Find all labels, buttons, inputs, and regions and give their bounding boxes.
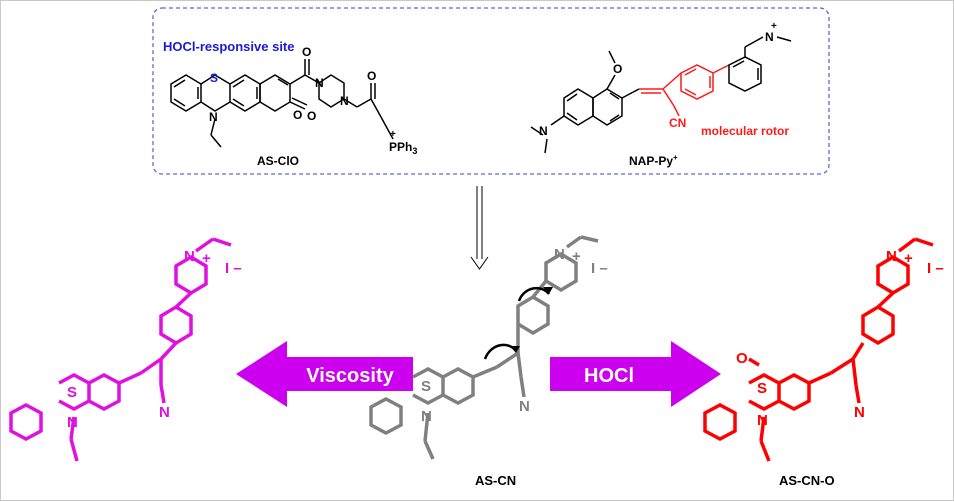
top-box: HOCl-responsive site [152, 7, 830, 175]
left-phenyl-ring [159, 304, 193, 346]
center-n-atom: N [421, 408, 432, 425]
nap-o-atom: O [613, 62, 622, 76]
as-clo-o-amide: O [302, 45, 311, 59]
left-py-n: N [184, 248, 195, 265]
center-rotation-arrows [483, 286, 553, 360]
nap-rotor-red [639, 56, 762, 117]
as-cn-o-name: AS-CN-O [779, 473, 835, 488]
as-clo-o-ring: O [293, 108, 302, 122]
right-cn-n: N [854, 404, 865, 421]
center-s-atom: S [421, 378, 431, 395]
right-so-oxygen: O [736, 350, 748, 367]
center-central-ring [441, 367, 475, 405]
hocl-arrow: HOCl [550, 341, 721, 407]
hocl-label: HOCl [584, 365, 634, 387]
top-box-border [152, 7, 830, 175]
nap-n-atom: N [539, 124, 548, 138]
nap-py-charge: + [771, 21, 777, 32]
viscosity-arrow: Viscosity [236, 341, 413, 407]
right-iodide: I – [927, 260, 944, 277]
right-central-ring [777, 373, 811, 411]
as-clo-n-piperazine-2: N [340, 94, 349, 108]
hocl-responsive-site-label: HOCl-responsive site [163, 39, 295, 54]
center-benzo-ring [369, 397, 403, 435]
as-clo-structure [170, 59, 394, 148]
as-clo-s-atom: S [210, 71, 218, 85]
viscosity-arrow-shape [236, 341, 413, 407]
nap-py-structure [530, 50, 640, 154]
center-py-n: N [554, 246, 565, 263]
nap-py-n-atom: N [765, 30, 774, 44]
left-molecule [9, 237, 232, 462]
left-central-ring [87, 373, 121, 411]
rotation-arrow-upper [517, 286, 550, 302]
as-clo-p-charge: + [390, 129, 396, 140]
center-phenyl-ring [516, 294, 550, 336]
right-s-atom: S [757, 380, 767, 397]
right-benzo-ring [703, 403, 737, 441]
as-clo-o-carbonyl: O [307, 109, 316, 123]
left-cn-n: N [159, 404, 170, 421]
as-clo-pph-group: PPh3 [389, 140, 417, 156]
center-cn-n: N [519, 398, 530, 415]
center-molecule [369, 235, 599, 460]
right-plus: + [904, 250, 913, 267]
left-iodide: I – [225, 260, 242, 277]
center-iodide: I – [591, 260, 608, 277]
center-plus: + [572, 248, 581, 265]
as-clo-n-atom: N [209, 110, 218, 124]
left-s-atom: S [67, 384, 77, 401]
center-pyridinium-ring [544, 251, 578, 293]
right-phenyl-ring [861, 304, 895, 346]
left-benzo-ring [9, 403, 43, 441]
nap-py-name: NAP-Py+ [629, 153, 678, 168]
as-clo-n-piperazine-1: N [315, 76, 324, 90]
right-molecule [703, 237, 934, 462]
viscosity-label: Viscosity [306, 365, 394, 387]
down-arrow [470, 186, 489, 270]
as-clo-name: AS-ClO [257, 154, 299, 168]
molecular-rotor-label: molecular rotor [701, 124, 789, 138]
right-n-atom: N [757, 412, 768, 429]
nap-cn-group: CN [669, 116, 686, 130]
as-clo-o-ketone: O [367, 69, 376, 83]
right-py-n: N [886, 248, 897, 265]
as-cn-name: AS-CN [475, 473, 516, 488]
left-plus: + [202, 250, 211, 267]
rotor-phenyl-ring [680, 64, 714, 100]
left-n-atom: N [67, 414, 78, 431]
as-clo-thiazine-top [200, 74, 231, 85]
hocl-arrow-shape [550, 341, 721, 407]
